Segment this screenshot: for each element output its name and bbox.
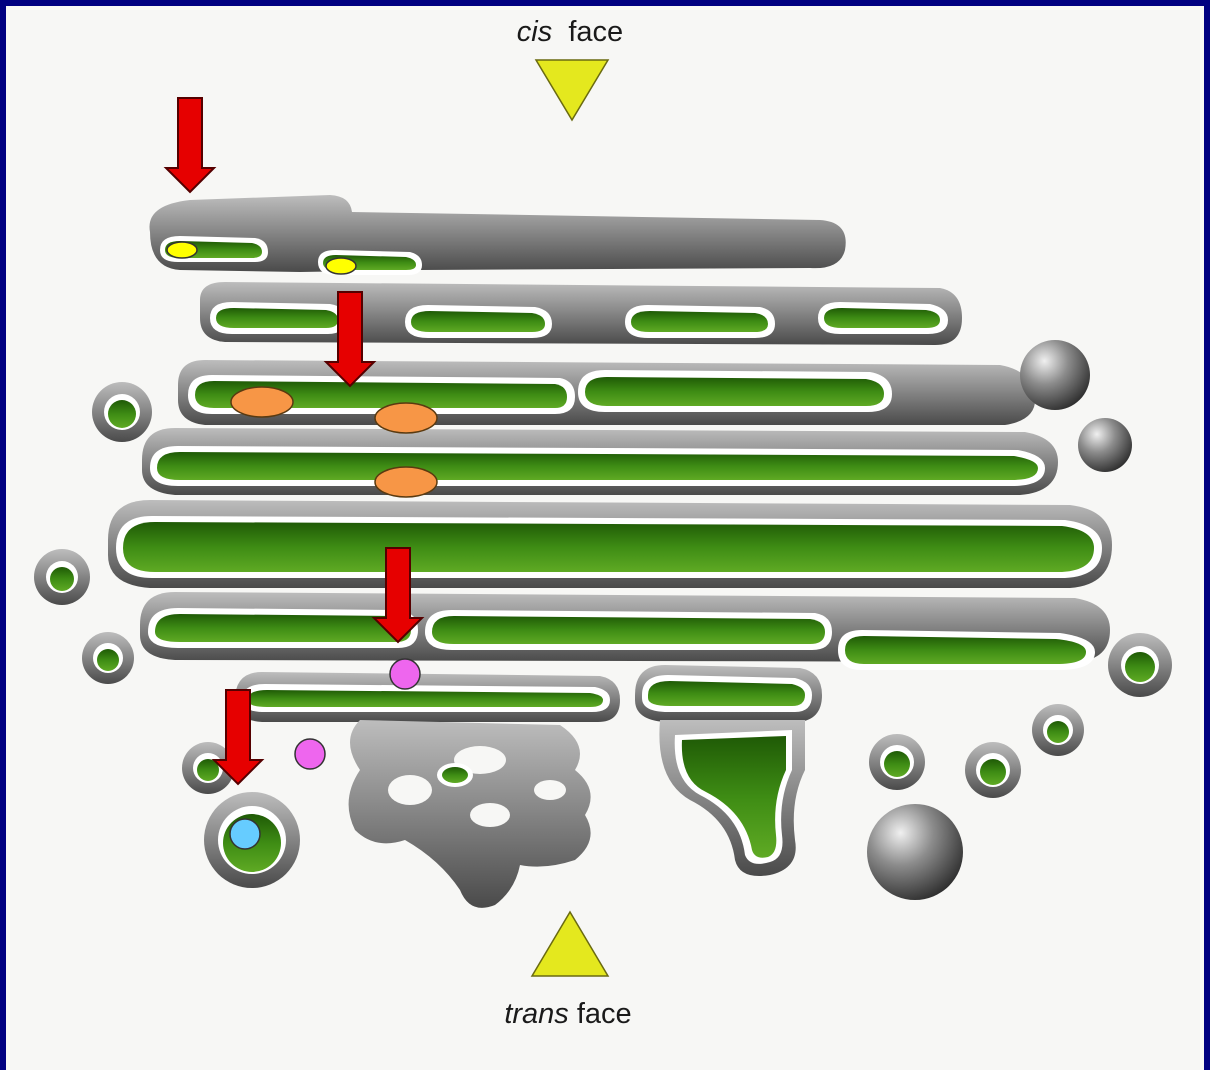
diagram-frame: cis face trans face	[6, 6, 1204, 1070]
vesicle-hollow	[82, 632, 134, 684]
vesicle-solid	[1020, 340, 1090, 410]
vesicle-hollow	[869, 734, 925, 790]
cis-face-triangle	[536, 60, 608, 120]
trans-cisterna-6	[140, 592, 1110, 670]
golgi-diagram	[6, 6, 1204, 1070]
blue-marker	[230, 819, 260, 849]
cis-face-label: cis face	[420, 16, 720, 49]
cisterna-4	[142, 428, 1058, 495]
vesicle-hollow	[1032, 704, 1084, 756]
vesicle-hollow	[965, 742, 1021, 798]
trans-face-label: trans face	[418, 998, 718, 1031]
vesicle-solid	[867, 804, 963, 900]
orange-marker	[375, 403, 437, 433]
cisterna-3	[178, 360, 1035, 425]
cis-cisterna-2	[200, 282, 962, 345]
yellow-marker	[326, 258, 356, 274]
orange-marker	[231, 387, 293, 417]
red-arrow	[166, 98, 214, 192]
vesicle-hollow	[34, 549, 90, 605]
trans-face-triangle	[532, 912, 608, 976]
orange-marker	[375, 467, 437, 497]
trans-face-word: face	[577, 998, 632, 1030]
vesicle-solid	[1078, 418, 1132, 472]
pink-marker	[295, 739, 325, 769]
trans-qualifier: trans	[504, 998, 568, 1030]
cis-qualifier: cis	[517, 16, 552, 48]
vesicle-hollow	[92, 382, 152, 442]
cisterna-5	[108, 500, 1112, 588]
vesicle-hollow	[1108, 633, 1172, 697]
trans-golgi-network	[349, 720, 591, 908]
cis-cisterna-1	[150, 195, 846, 275]
yellow-marker	[167, 242, 197, 258]
pink-marker	[390, 659, 420, 689]
cis-face-word: face	[568, 16, 623, 48]
